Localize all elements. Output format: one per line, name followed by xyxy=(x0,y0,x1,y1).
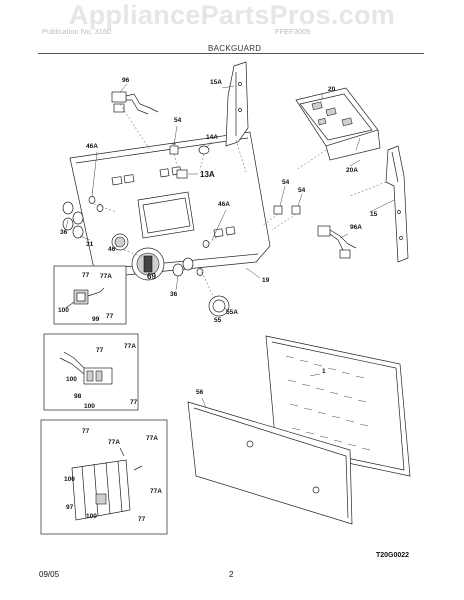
header-rule xyxy=(38,53,424,54)
callout-15: 15 xyxy=(370,211,378,218)
switch-54-b xyxy=(273,205,283,215)
section-title: BACKGUARD xyxy=(208,44,262,53)
bracket-15A xyxy=(225,61,249,147)
callout-labels: 96 15A 20 54 14A 46A 13A 20A 54 54 15 96… xyxy=(58,77,378,523)
diagram-code: T20G0022 xyxy=(376,552,410,559)
callout-inset2-77: 77 xyxy=(96,347,104,354)
callout-inset2-100b: 100 xyxy=(84,403,95,410)
callout-inset3-77A: 77A xyxy=(108,439,120,446)
callout-54-c: 54 xyxy=(298,187,306,194)
callout-inset1-77: 77 xyxy=(82,272,90,279)
callout-54-a: 54 xyxy=(174,117,182,124)
callout-96: 96 xyxy=(122,77,130,84)
callout-1: 1 xyxy=(322,368,326,375)
callout-14A: 14A xyxy=(206,134,218,141)
harness-96A xyxy=(317,225,357,259)
callout-inset3-100: 100 xyxy=(64,476,75,483)
knobs-36-right xyxy=(172,240,210,277)
callout-69: 69 xyxy=(147,272,156,281)
knobs-36-left xyxy=(62,196,104,239)
callout-20A: 20A xyxy=(346,167,358,174)
callout-55: 55 xyxy=(214,317,222,324)
knob-13A xyxy=(176,169,188,179)
lower-panel-56 xyxy=(187,401,353,525)
inset-box-1 xyxy=(53,265,127,325)
callout-36-a: 36 xyxy=(60,229,68,236)
callout-inset3-77b: 77 xyxy=(138,516,146,523)
watermark: AppliancePartsPros.com xyxy=(68,0,396,30)
callout-31: 31 xyxy=(86,241,94,248)
callout-inset3-77A-c: 77A xyxy=(150,488,162,495)
header-publication: Publication No. 3160 xyxy=(42,27,112,36)
callout-inset2-100: 100 xyxy=(66,376,77,383)
callout-19: 19 xyxy=(262,277,270,284)
callout-inset2-77b: 77 xyxy=(130,399,138,406)
callout-inset1-77A: 77A xyxy=(100,273,112,280)
callout-15A: 15A xyxy=(210,79,222,86)
callout-13A: 13A xyxy=(200,170,215,179)
switch-54-c xyxy=(291,205,301,215)
cap-14A xyxy=(198,145,210,155)
header-model: FFEF3005 xyxy=(275,27,311,36)
callout-inset3-77: 77 xyxy=(82,428,90,435)
callout-inset2-98: 98 xyxy=(74,393,82,400)
callout-54-b: 54 xyxy=(282,179,290,186)
callout-inset2-77A: 77A xyxy=(124,343,136,350)
callout-46A-a: 46A xyxy=(86,143,98,150)
callout-inset1-100: 100 xyxy=(58,307,69,314)
callout-46: 46 xyxy=(108,246,116,253)
callout-96A: 96A xyxy=(350,224,362,231)
callout-36-b: 36 xyxy=(170,291,178,298)
leader-lines xyxy=(65,83,395,409)
callout-56: 56 xyxy=(196,389,204,396)
inset-box-2 xyxy=(43,333,139,411)
footer-date: 09/05 xyxy=(39,570,60,579)
harness-96 xyxy=(111,91,159,115)
callout-inset3-77A-b: 77A xyxy=(146,435,158,442)
bracket-15 xyxy=(385,145,409,263)
projection-lines xyxy=(93,103,387,299)
ring-55 xyxy=(208,295,230,317)
footer-page-number: 2 xyxy=(229,570,234,579)
callout-inset3-100b: 100 xyxy=(86,513,97,520)
callout-46A-b: 46A xyxy=(218,201,230,208)
callout-20: 20 xyxy=(328,86,336,93)
callout-inset3-97: 97 xyxy=(66,504,74,511)
control-board-20 xyxy=(295,87,381,161)
callout-inset1-99: 99 xyxy=(92,316,100,323)
callout-55A: 55A xyxy=(226,309,238,316)
insert-46 xyxy=(111,233,129,251)
inset-box-3 xyxy=(40,419,168,535)
callout-inset1-77b: 77 xyxy=(106,313,114,320)
